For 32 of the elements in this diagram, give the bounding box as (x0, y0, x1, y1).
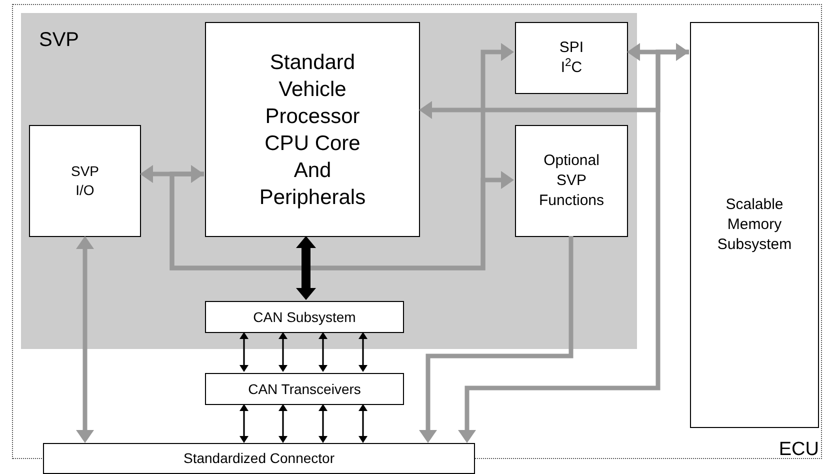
arrow (170, 171, 514, 270)
block-label: SPI I$^{2}$C (558, 38, 585, 78)
block-label: CAN Transceivers (248, 380, 361, 398)
block-label: Standardized Connector (184, 449, 334, 468)
arrow (358, 404, 368, 443)
block-label: ECU (778, 438, 819, 462)
arrow (278, 332, 288, 372)
block-box (205, 373, 404, 405)
block-box (515, 125, 628, 237)
block-label: Optional SVP Functions (538, 151, 606, 211)
arrow (76, 236, 94, 443)
arrow (318, 332, 328, 372)
block-box (43, 443, 475, 474)
arrow (296, 236, 316, 300)
block-label: Standard Vehicle Processor CPU Core And Peripherals (258, 50, 367, 210)
block-box (205, 22, 420, 237)
block-box (205, 301, 404, 333)
svp-panel (21, 13, 637, 349)
block-label: Scalable Memory Subsystem (716, 195, 793, 255)
block-box (690, 22, 819, 428)
arrow (278, 404, 288, 443)
block-label: SVP I/O (70, 162, 100, 200)
arrow (240, 404, 248, 443)
block-label: CAN Subsystem (253, 308, 356, 327)
arrow (358, 332, 368, 372)
block-box (29, 125, 141, 237)
arrow (318, 404, 328, 443)
block-label: SVP (39, 28, 80, 53)
block-box (515, 22, 628, 94)
arrow (419, 236, 574, 443)
arrow (458, 50, 689, 443)
arrow (240, 332, 248, 372)
